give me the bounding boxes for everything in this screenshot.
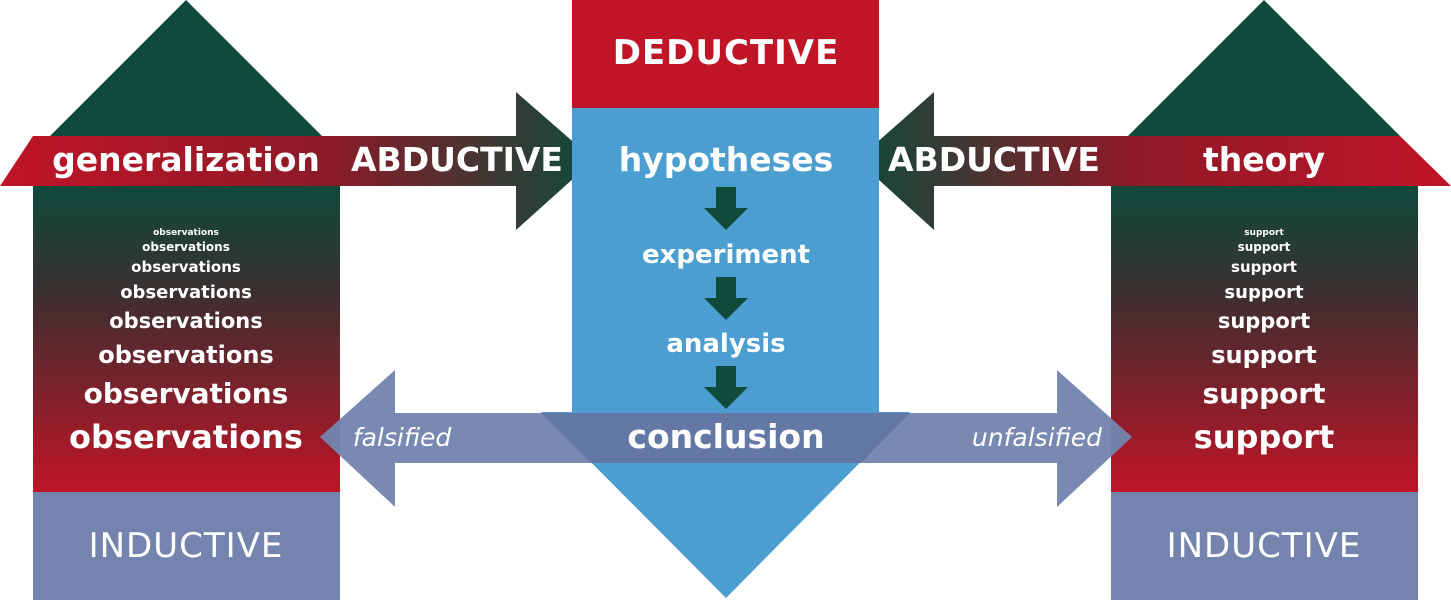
support-word: support bbox=[1238, 240, 1291, 254]
step-arrow-down-icon bbox=[704, 187, 748, 230]
observations-word: observations bbox=[109, 309, 263, 333]
observations-word: observations bbox=[98, 341, 273, 369]
step-arrow-down-icon bbox=[704, 366, 748, 409]
left-inductive-label: INDUCTIVE bbox=[89, 526, 284, 566]
support-word: support bbox=[1231, 258, 1297, 276]
support-word: support bbox=[1194, 418, 1335, 456]
conclusion-overlap bbox=[541, 413, 910, 463]
right-column-arrowhead bbox=[1128, 0, 1400, 136]
right-abductive-arrow bbox=[857, 92, 1451, 230]
deductive-header-box bbox=[572, 0, 879, 108]
observations-word: observations bbox=[142, 240, 230, 254]
left-column-arrowhead bbox=[50, 0, 322, 136]
support-word: support bbox=[1211, 341, 1317, 369]
right-inductive-box bbox=[1111, 492, 1418, 600]
right-abductive-label: ABDUCTIVE bbox=[888, 140, 1100, 179]
observations-stack: observations observations observations o… bbox=[69, 228, 303, 456]
observations-word: observations bbox=[120, 282, 252, 303]
support-word: support bbox=[1218, 309, 1310, 333]
right-inductive-label: INDUCTIVE bbox=[1167, 526, 1362, 566]
conclusion-label: conclusion bbox=[627, 417, 824, 456]
left-column-body bbox=[33, 184, 340, 494]
step-arrow-down-icon bbox=[704, 277, 748, 320]
analysis-label: analysis bbox=[666, 329, 785, 359]
right-column-body bbox=[1111, 184, 1418, 494]
deductive-title: DEDUCTIVE bbox=[613, 33, 840, 73]
support-word: support bbox=[1224, 282, 1304, 303]
left-abductive-arrow bbox=[0, 92, 594, 230]
unfalsified-label: unfalsified bbox=[972, 423, 1102, 452]
observations-word: observations bbox=[84, 377, 289, 410]
deductive-column-arrow bbox=[541, 108, 910, 598]
observations-word: observations bbox=[153, 228, 219, 238]
support-stack: support support support support support … bbox=[1194, 228, 1335, 456]
observations-word: observations bbox=[69, 418, 303, 456]
observations-word: observations bbox=[131, 258, 241, 276]
theory-label: theory bbox=[1203, 140, 1325, 179]
left-inductive-box bbox=[33, 492, 340, 600]
hypotheses-label: hypotheses bbox=[619, 140, 834, 179]
support-word: support bbox=[1244, 228, 1284, 238]
support-word: support bbox=[1202, 377, 1325, 410]
experiment-label: experiment bbox=[642, 240, 810, 270]
falsified-label: falsified bbox=[353, 423, 452, 452]
left-abductive-label: ABDUCTIVE bbox=[351, 140, 563, 179]
generalization-label: generalization bbox=[52, 140, 320, 179]
